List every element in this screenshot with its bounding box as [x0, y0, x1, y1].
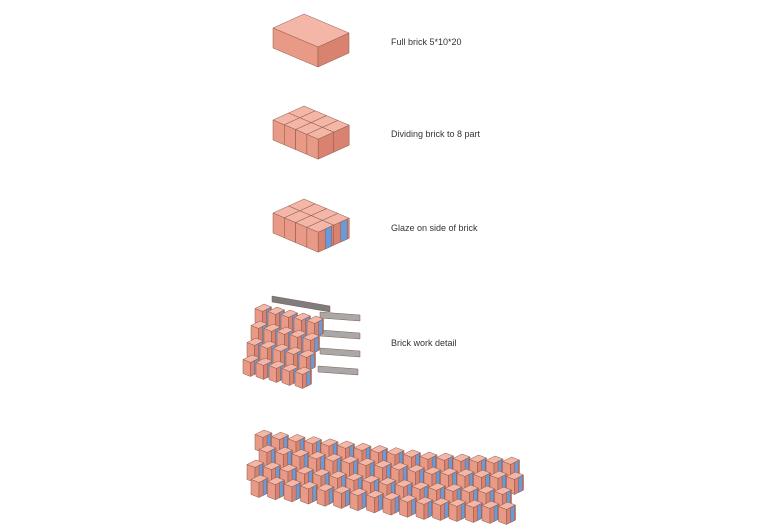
wall-cube-front [498, 506, 507, 525]
wall-cube-glaze [361, 491, 367, 509]
wall-cube-glaze [493, 504, 499, 522]
wall-cube-glaze [477, 503, 482, 521]
divided-brick-cube-side [317, 131, 334, 160]
detail-cube-front [268, 365, 277, 383]
wall-cube-glaze [394, 495, 400, 514]
wall-cube-glaze [460, 502, 466, 520]
wall-cube-glaze [378, 493, 383, 512]
full-brick-side [317, 32, 350, 68]
wall-cube-glaze [411, 498, 416, 516]
wall-cube-front [283, 483, 293, 503]
wall-cube-front [465, 504, 474, 523]
detail-cube-front [255, 362, 264, 380]
steel-bracket [317, 365, 359, 376]
detail-cube-glaze [306, 370, 311, 387]
wall-cube-front [250, 479, 260, 498]
brick-work-detail [242, 295, 361, 389]
detail-cube-glaze [310, 353, 315, 370]
wall-cube-front [333, 490, 342, 509]
detail-cube-glaze [318, 319, 323, 336]
step-3-label: Glaze on side of brick [391, 223, 478, 233]
wall-cube-front [481, 505, 491, 524]
wall-cube-glaze [345, 489, 350, 507]
wall-cube-front [300, 485, 309, 505]
wall-cube-glaze [262, 478, 268, 496]
wall-cube-glaze [279, 480, 284, 498]
wall-cube-glaze [312, 484, 317, 503]
wall-cube-glaze [444, 501, 449, 519]
wall-cube-front [432, 502, 441, 521]
detail-cube-front [294, 371, 303, 389]
wall-cube-glaze [295, 482, 301, 501]
wall-cube-front [349, 492, 359, 511]
full-brick [272, 13, 350, 68]
wall-cube-front [366, 494, 375, 514]
steel-bracket [319, 311, 361, 322]
steel-bracket [319, 347, 361, 358]
divided-brick [272, 105, 350, 160]
wall-cube-front [316, 488, 326, 507]
steel-bracket [319, 329, 361, 340]
wall-cube-front [267, 481, 276, 500]
step-2-label: Dividing brick to 8 part [391, 129, 481, 139]
wall-cube-glaze [328, 487, 334, 505]
glazed-brick-cube-glaze [340, 218, 348, 243]
wall-cube-glaze [427, 500, 433, 518]
brick-wall [246, 429, 524, 525]
wall-cube-front [448, 503, 458, 522]
detail-cube-front [242, 359, 251, 377]
glazed-brick [272, 198, 350, 253]
steel-rod [271, 295, 331, 313]
wall-cube-front [399, 499, 408, 518]
glazed-brick-cube-glaze [324, 225, 332, 250]
detail-cube-glaze [314, 336, 319, 353]
step-4-label: Brick work detail [391, 338, 457, 348]
step-1-label: Full brick 5*10*20 [391, 37, 462, 47]
wall-cube-glaze [518, 475, 523, 493]
detail-cube-front [281, 368, 290, 386]
wall-cube-front [382, 496, 392, 516]
wall-cube-glaze [510, 505, 515, 523]
wall-cube-front [415, 501, 425, 520]
